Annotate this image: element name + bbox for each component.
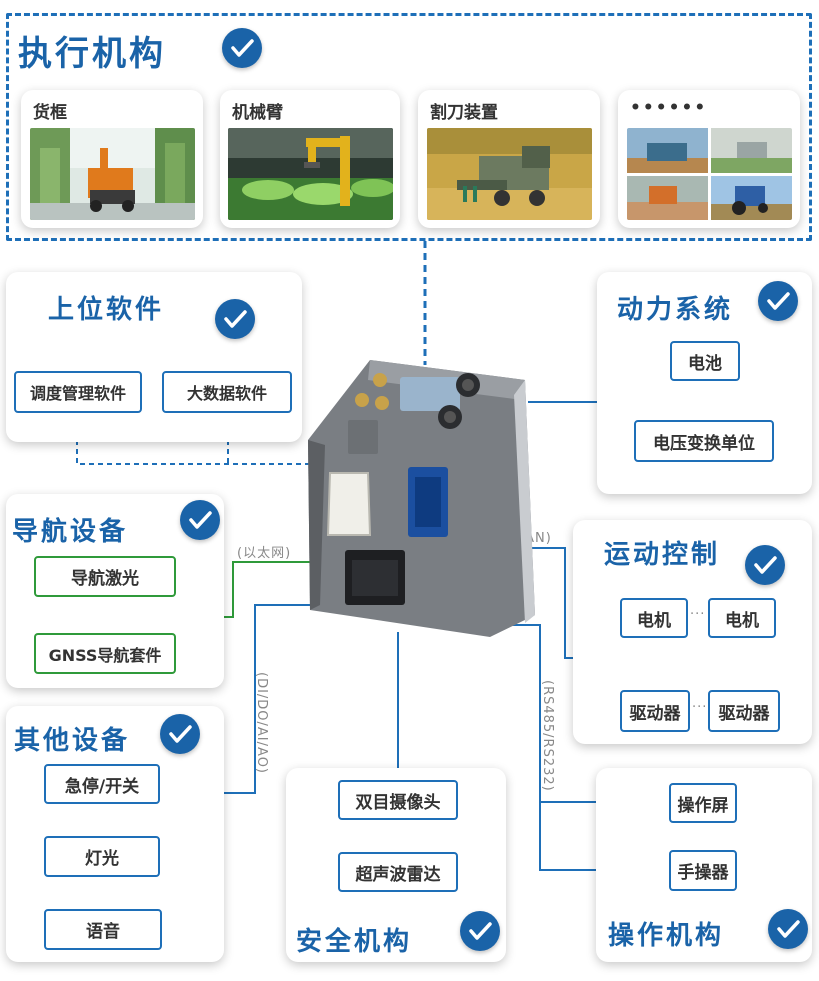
motion-item-motor-1: 电机 xyxy=(620,598,688,638)
operation-item-handheld: 手操器 xyxy=(669,850,737,891)
power-item-converter: 电压变换单位 xyxy=(634,420,774,462)
dio-label: (DI/DO/AI/AO) xyxy=(254,672,269,774)
executor-card-more: •••••• xyxy=(618,90,800,228)
operation-title: 操作机构 xyxy=(608,921,725,951)
motion-item-driver-1: 驱动器 xyxy=(620,690,690,732)
motion-item-motor-2: 电机 xyxy=(708,598,776,638)
other-item-estop: 急停/开关 xyxy=(44,764,160,804)
other-check-icon xyxy=(160,714,200,754)
operation-item-screen: 操作屏 xyxy=(669,783,737,823)
software-item-bigdata: 大数据软件 xyxy=(162,371,292,413)
harvester-photo-icon xyxy=(427,128,592,220)
power-title: 动力系统 xyxy=(617,295,734,325)
power-check-icon xyxy=(758,281,798,321)
executor-check-icon xyxy=(222,28,262,68)
software-link-line xyxy=(76,413,340,465)
motion-item-driver-2: 驱动器 xyxy=(708,690,780,732)
executor-card-label: •••••• xyxy=(630,98,708,118)
executor-card-cutter: 割刀装置 xyxy=(418,90,600,228)
safety-item-ultrasonic: 超声波雷达 xyxy=(338,852,458,892)
navigation-item-laser: 导航激光 xyxy=(34,556,176,597)
executor-card-label: 货框 xyxy=(33,103,67,123)
executor-title: 执行机构 xyxy=(18,34,166,74)
farm-vehicles-collage-photo-icon xyxy=(627,128,792,220)
ethernet-label: (以太网) xyxy=(237,546,292,561)
software-check-icon xyxy=(215,299,255,339)
power-item-battery: 电池 xyxy=(670,341,740,381)
rs485-label: (RS485/RS232) xyxy=(540,680,555,792)
other-item-voice: 语音 xyxy=(44,909,162,950)
motion-title: 运动控制 xyxy=(604,540,721,570)
software-card xyxy=(6,272,302,442)
software-title: 上位软件 xyxy=(48,295,165,325)
navigation-item-gnss: GNSS导航套件 xyxy=(34,633,176,674)
other-title: 其他设备 xyxy=(14,726,131,756)
robot-arm-photo-icon xyxy=(228,128,393,220)
executor-card-cargo: 货框 xyxy=(21,90,203,228)
software-item-dispatch: 调度管理软件 xyxy=(14,371,142,413)
safety-title: 安全机构 xyxy=(296,927,413,957)
operation-check-icon xyxy=(768,909,808,949)
executor-card-arm: 机械臂 xyxy=(220,90,400,228)
executor-card-label: 机械臂 xyxy=(232,103,283,123)
executor-frame xyxy=(6,13,812,241)
navigation-check-icon xyxy=(180,500,220,540)
motion-check-icon xyxy=(745,545,785,585)
safety-item-stereo-camera: 双目摄像头 xyxy=(338,780,458,820)
cargo-frame-robot-photo-icon xyxy=(30,128,195,220)
safety-check-icon xyxy=(460,911,500,951)
controller-device-icon xyxy=(308,360,535,637)
other-item-light: 灯光 xyxy=(44,836,160,877)
navigation-title: 导航设备 xyxy=(12,517,129,547)
motion-separator-top: ··· xyxy=(690,607,706,622)
executor-card-label: 割刀装置 xyxy=(430,103,498,123)
motion-separator-bottom: ··· xyxy=(692,700,708,715)
